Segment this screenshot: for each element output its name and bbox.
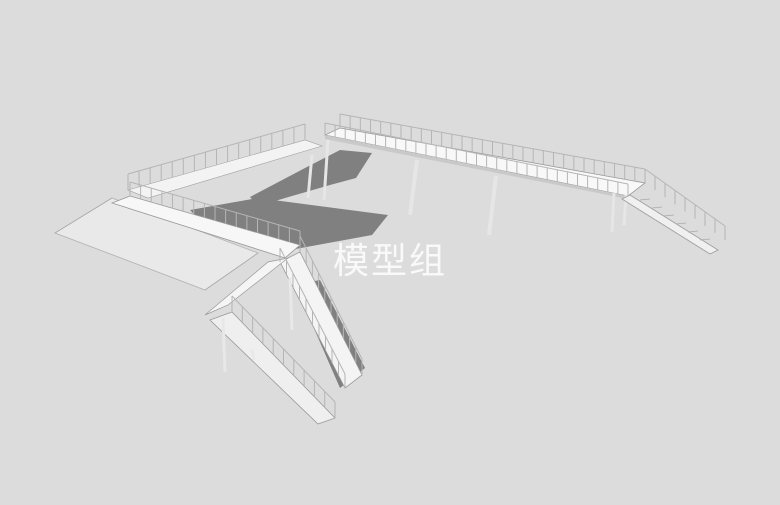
railing-bar bbox=[127, 123, 306, 175]
railing-bar bbox=[324, 122, 629, 185]
railing-bar bbox=[279, 247, 346, 375]
railing-bar bbox=[129, 181, 301, 232]
railings bbox=[127, 113, 726, 418]
railing-bar bbox=[231, 295, 336, 403]
railing-bar bbox=[644, 168, 726, 227]
railing-bar bbox=[299, 235, 363, 360]
center-stairs bbox=[204, 251, 363, 425]
support-posts bbox=[221, 277, 294, 373]
railing-bar bbox=[339, 113, 646, 170]
left-walkway bbox=[110, 139, 323, 259]
right-stair bbox=[621, 194, 719, 255]
